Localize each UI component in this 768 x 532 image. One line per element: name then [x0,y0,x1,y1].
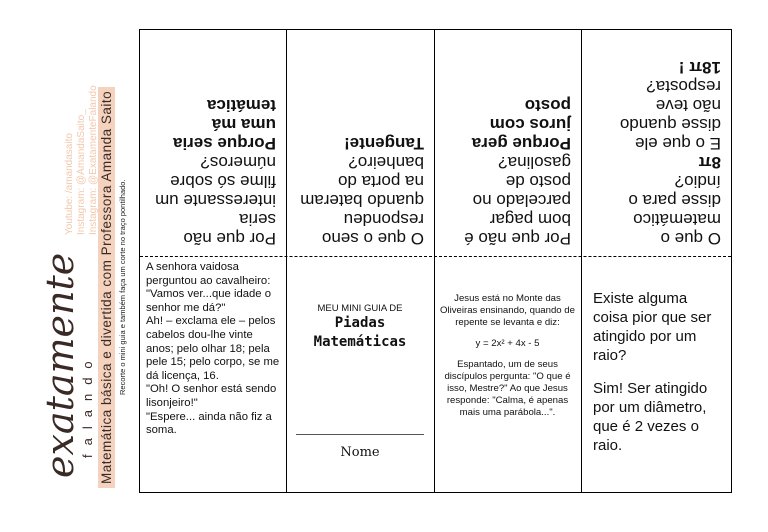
joke-answer: Porque gera juros com posto [471,96,571,153]
logo: exatamente [38,252,82,478]
sidebar: exatamente falando Matemática básica e d… [0,0,142,532]
mini-guide-sheet: Por que não seria interessante um filme … [139,29,732,493]
social-youtube: Youtube: /amandasaito [64,133,75,235]
joke-question: Existe alguma coisa pior que ser atingid… [593,290,712,364]
cover-title-1: Piadas [334,315,386,331]
panel-tangente: O que o seno respondeu quando bateram na… [286,30,434,256]
cover-title-2: Matemáticas [313,334,407,350]
joke-answer: Tangente! [344,134,424,153]
panel-raio: Existe alguma coisa pior que ser atingid… [581,257,731,492]
joke-question-2: E o que ele disse quando não teve respos… [619,77,721,153]
joke-punchline: Espantado, um de seus discípulos pergunt… [444,359,571,418]
joke-question: Por que não é bom pagar parcelado no pos… [464,153,571,248]
social-instagram-2: Instagram: @ExatamenteFalando [88,85,99,235]
joke-question: Por que não seria interessante um filme … [155,153,276,248]
panel-cover: MEU MINI GUIA DE Piadas Matemáticas Nome [286,257,434,492]
joke-question: O que o seno respondeu quando bateram na… [300,153,424,248]
panel-parabola: Jesus está no Monte das Oliveiras ensina… [434,257,581,492]
joke-line: "Espere... ainda não fiz a soma. [146,410,272,437]
panel-juros: Por que não é bom pagar parcelado no pos… [434,30,581,256]
panel-vaidosa: A senhora vaidosa perguntou ao cavalheir… [140,257,286,492]
joke-line: A senhora vaidosa perguntou ao cavalheir… [146,261,271,287]
joke-line: "Oh! O senhor está sendo lisonjeiro!" [146,383,277,409]
name-line [296,434,424,435]
cover-subtitle: MEU MINI GUIA DE [317,303,403,314]
joke-line: Ah! – exclama ele – pelos cabelos dou-lh… [146,315,280,382]
cut-instruction: Recorte o mini guia e também faça um cor… [118,179,127,395]
name-label: Nome [340,445,380,460]
panel-indio: O que o matemático disse para o índio? 8… [581,30,731,256]
logo-subtitle: falando [80,352,95,458]
joke-answer: 8π [698,153,721,172]
fold-line [140,256,731,257]
equation: y = 2x² + 4x - 5 [475,338,540,349]
joke-line: "Vamos ver...que idade o senhor me dá?" [146,288,272,314]
joke-setup: Jesus está no Monte das Oliveiras ensina… [440,293,575,328]
joke-question: O que o matemático disse para o índio? [628,172,721,248]
joke-answer-2: 18π ! [678,58,721,77]
joke-answer: Porque seria uma má temática [173,96,276,153]
social-links: Youtube: /amandasaito Instagram: @Amanda… [64,85,100,235]
tagline: Matemática básica e divertida com Profes… [98,86,115,488]
joke-answer: Sim! Ser atingido por um diâmetro, que é… [593,380,708,454]
social-instagram-1: Instagram: @AmandaSaito_ [76,109,87,235]
panel-tematica: Por que não seria interessante um filme … [140,30,286,256]
